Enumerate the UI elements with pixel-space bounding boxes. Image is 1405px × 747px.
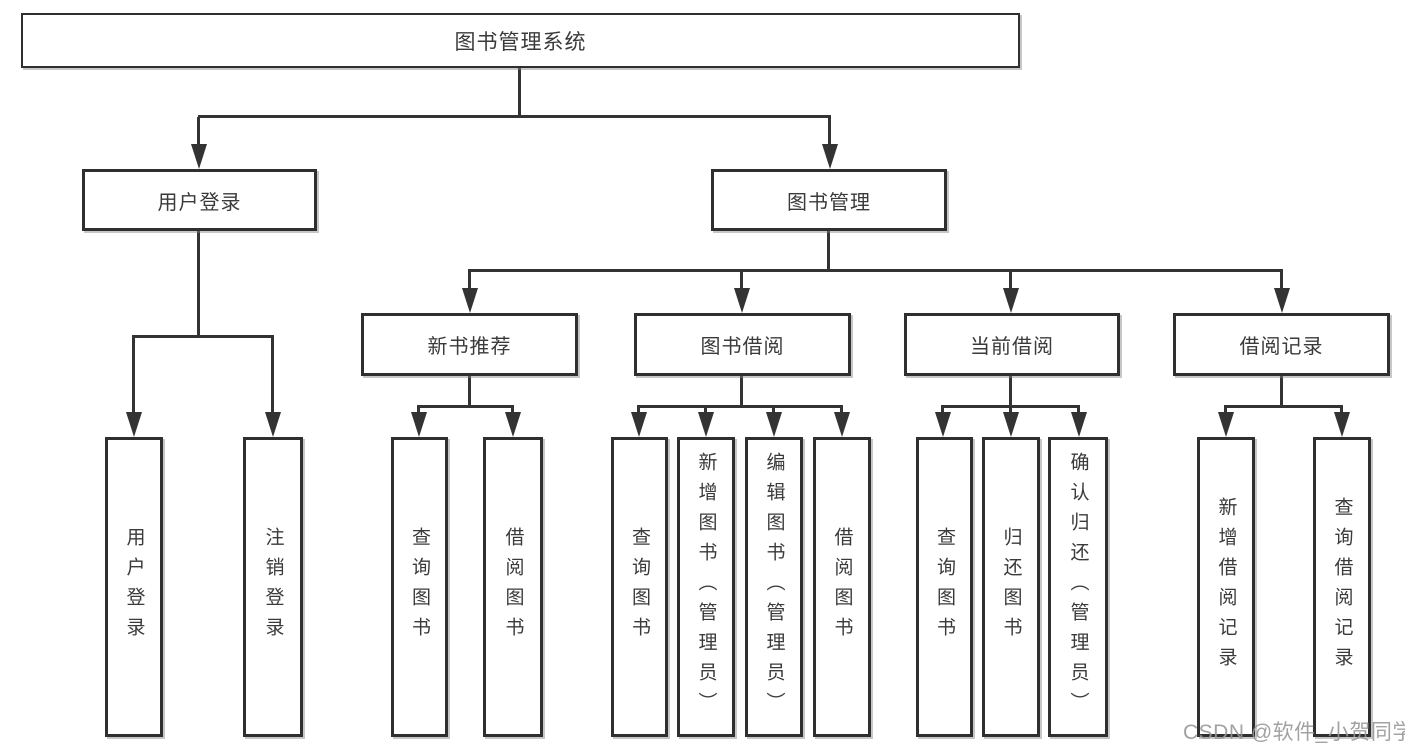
connector-drop [704, 407, 707, 415]
csdn-watermark: CSDN @软件_小贺同学 [1183, 721, 1405, 744]
connector-user-login-drop [197, 117, 200, 147]
leaf-label: 借阅图书 [831, 527, 853, 647]
connector-borrow-record-rail [1224, 405, 1343, 408]
leaf-label: 编辑图书（管理员） [763, 452, 785, 722]
node-new-book-recommend: 新书推荐 [361, 313, 578, 376]
leaf-label: 借阅图书 [502, 527, 524, 647]
connector-book-borrow-rail [637, 405, 843, 408]
connector-drop [941, 407, 944, 415]
leaf-query-borrow-record: 查询借阅记录 [1313, 437, 1371, 737]
connector-drop [1340, 407, 1343, 415]
arrow-down-icon [822, 144, 838, 169]
arrow-down-icon [935, 412, 951, 437]
node-root: 图书管理系统 [21, 13, 1020, 68]
leaf-edit-book-admin: 编辑图书（管理员） [745, 437, 803, 737]
connector-borrow-record-stem [1280, 376, 1283, 408]
leaf-newrec-query-book: 查询图书 [391, 437, 448, 737]
leaf-user-login: 用户登录 [105, 437, 163, 737]
leaf-label: 注销登录 [262, 527, 284, 647]
connector-user-login-rail [132, 335, 274, 338]
arrow-down-icon [265, 412, 281, 437]
arrow-down-icon [1274, 288, 1290, 313]
leaf-add-borrow-record: 新增借阅记录 [1197, 437, 1255, 737]
connector-drop [1009, 271, 1012, 291]
leaf-current-query-book: 查询图书 [916, 437, 973, 737]
arrow-down-icon [126, 412, 142, 437]
connector-drop [840, 407, 843, 415]
arrow-down-icon [766, 412, 782, 437]
node-book-management: 图书管理 [711, 169, 947, 231]
connector-new-book-stem [468, 376, 471, 408]
connector-book-borrow-stem [740, 376, 743, 408]
leaf-return-book: 归还图书 [982, 437, 1040, 737]
connector-current-borrow-rail [941, 405, 1080, 408]
connector-drop [740, 271, 743, 291]
arrow-down-icon [411, 412, 427, 437]
connector-drop [1077, 407, 1080, 415]
connector-new-book-rail [417, 405, 514, 408]
connector-drop [1009, 407, 1012, 415]
leaf-label: 查询借阅记录 [1331, 497, 1353, 677]
leaf-label: 用户登录 [123, 527, 145, 647]
leaf-add-book-admin: 新增图书（管理员） [677, 437, 735, 737]
connector-book-mgmt-drop [828, 117, 831, 147]
leaf-label: 查询图书 [409, 527, 430, 647]
connector-drop [511, 407, 514, 415]
leaf-label: 查询图书 [934, 527, 955, 647]
connector-drop [637, 407, 640, 415]
node-current-borrow: 当前借阅 [904, 313, 1120, 376]
leaf-confirm-return-admin: 确认归还（管理员） [1048, 437, 1108, 737]
arrow-down-icon [698, 412, 714, 437]
arrow-down-icon [734, 288, 750, 313]
leaf-label: 新增借阅记录 [1215, 497, 1237, 677]
leaf-label: 归还图书 [1000, 527, 1022, 647]
connector-drop [417, 407, 420, 415]
node-book-borrow: 图书借阅 [634, 313, 851, 376]
connector-book-mgmt-stem [827, 231, 830, 272]
connector-book-mgmt-rail [468, 269, 1283, 272]
connector-root-stem [518, 68, 521, 118]
connector-drop [1224, 407, 1227, 415]
arrow-down-icon [1003, 412, 1019, 437]
arrow-down-icon [1334, 412, 1350, 437]
arrow-down-icon [462, 288, 478, 313]
arrow-down-icon [191, 144, 207, 169]
connector-drop [468, 271, 471, 291]
connector-drop [1280, 271, 1283, 291]
connector-drop [271, 337, 274, 415]
leaf-borrow-book: 借阅图书 [813, 437, 871, 737]
connector-drop [132, 337, 135, 415]
arrow-down-icon [505, 412, 521, 437]
leaf-label: 确认归还（管理员） [1067, 452, 1089, 722]
leaf-logout-login: 注销登录 [243, 437, 303, 737]
arrow-down-icon [834, 412, 850, 437]
leaf-newrec-borrow-book: 借阅图书 [483, 437, 543, 737]
arrow-down-icon [1071, 412, 1087, 437]
node-borrow-record: 借阅记录 [1173, 313, 1390, 376]
arrow-down-icon [631, 412, 647, 437]
connector-root-rail [198, 115, 831, 118]
leaf-label: 新增图书（管理员） [695, 452, 717, 722]
connector-current-borrow-stem [1009, 376, 1012, 408]
arrow-down-icon [1003, 288, 1019, 313]
arrow-down-icon [1218, 412, 1234, 437]
connector-drop [772, 407, 775, 415]
leaf-borrow-query-book: 查询图书 [611, 437, 668, 737]
leaf-label: 查询图书 [629, 527, 650, 647]
connector-user-login-stem [197, 231, 200, 338]
node-user-login: 用户登录 [82, 169, 317, 231]
